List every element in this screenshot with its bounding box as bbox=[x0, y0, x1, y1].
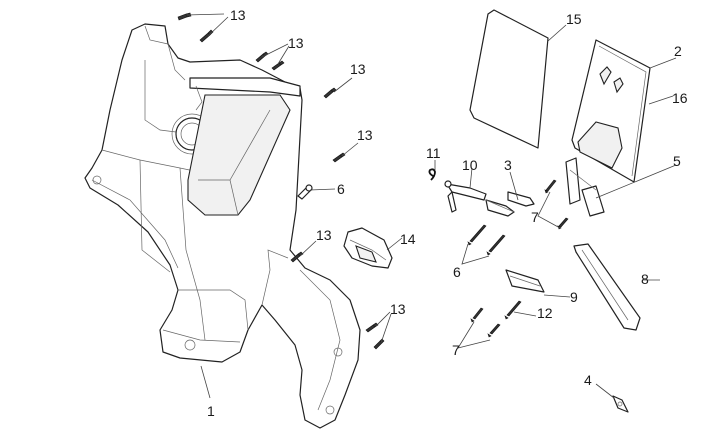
callout-13: 13 bbox=[390, 301, 406, 317]
screw-7b-1 bbox=[470, 307, 484, 323]
callout-13: 13 bbox=[350, 61, 366, 77]
callout-labels: 13 13 13 13 13 13 6 14 1 15 2 16 5 11 10… bbox=[207, 7, 688, 419]
callout-13: 13 bbox=[230, 7, 246, 23]
screw-7a-1 bbox=[544, 179, 557, 194]
callout-13: 13 bbox=[316, 227, 332, 243]
callout-10: 10 bbox=[462, 157, 478, 173]
callout-3: 3 bbox=[504, 157, 512, 173]
part-11-spring bbox=[428, 168, 436, 181]
callout-15: 15 bbox=[566, 11, 582, 27]
part-4-clip-nut bbox=[612, 395, 629, 413]
part-9-plate bbox=[505, 269, 545, 293]
callout-14: 14 bbox=[400, 231, 416, 247]
leader-lines bbox=[185, 13, 677, 399]
screws-group-right bbox=[467, 179, 569, 338]
part-1-inner-shield bbox=[84, 23, 361, 429]
screw-6b-1 bbox=[467, 224, 487, 246]
screws-group-left bbox=[177, 12, 385, 350]
screw-12 bbox=[504, 300, 522, 320]
screw-13c bbox=[323, 87, 337, 99]
callout-16: 16 bbox=[672, 90, 688, 106]
callout-6: 6 bbox=[453, 264, 461, 280]
callout-1: 1 bbox=[207, 403, 215, 419]
callout-7: 7 bbox=[531, 209, 539, 225]
callout-12: 12 bbox=[537, 305, 553, 321]
screw-13f-2 bbox=[373, 338, 385, 350]
screw-13a-2 bbox=[199, 29, 214, 43]
callout-5: 5 bbox=[673, 153, 681, 169]
part-10-lever bbox=[444, 180, 487, 213]
callout-13: 13 bbox=[357, 127, 373, 143]
part-8-trim-strip bbox=[573, 243, 641, 331]
callout-7: 7 bbox=[452, 342, 460, 358]
screw-6a bbox=[297, 184, 313, 200]
screw-7b-2 bbox=[487, 323, 501, 338]
screw-13b-2 bbox=[271, 60, 285, 71]
callout-9: 9 bbox=[570, 289, 578, 305]
part-2-glove-box-door bbox=[571, 39, 651, 183]
callout-4: 4 bbox=[584, 372, 592, 388]
callout-2: 2 bbox=[674, 43, 682, 59]
screw-13d bbox=[332, 152, 346, 163]
part-14-grommet bbox=[343, 227, 393, 269]
part-5-hinge bbox=[565, 157, 605, 217]
screw-13f-1 bbox=[365, 322, 379, 333]
callout-8: 8 bbox=[641, 271, 649, 287]
screw-13a-1 bbox=[177, 12, 192, 21]
part-15-gasket bbox=[469, 9, 549, 149]
callout-6: 6 bbox=[337, 181, 345, 197]
callout-11: 11 bbox=[426, 145, 441, 161]
part-3-lock-bracket bbox=[485, 191, 535, 217]
callout-13: 13 bbox=[288, 35, 304, 51]
screw-6b-2 bbox=[486, 234, 506, 256]
